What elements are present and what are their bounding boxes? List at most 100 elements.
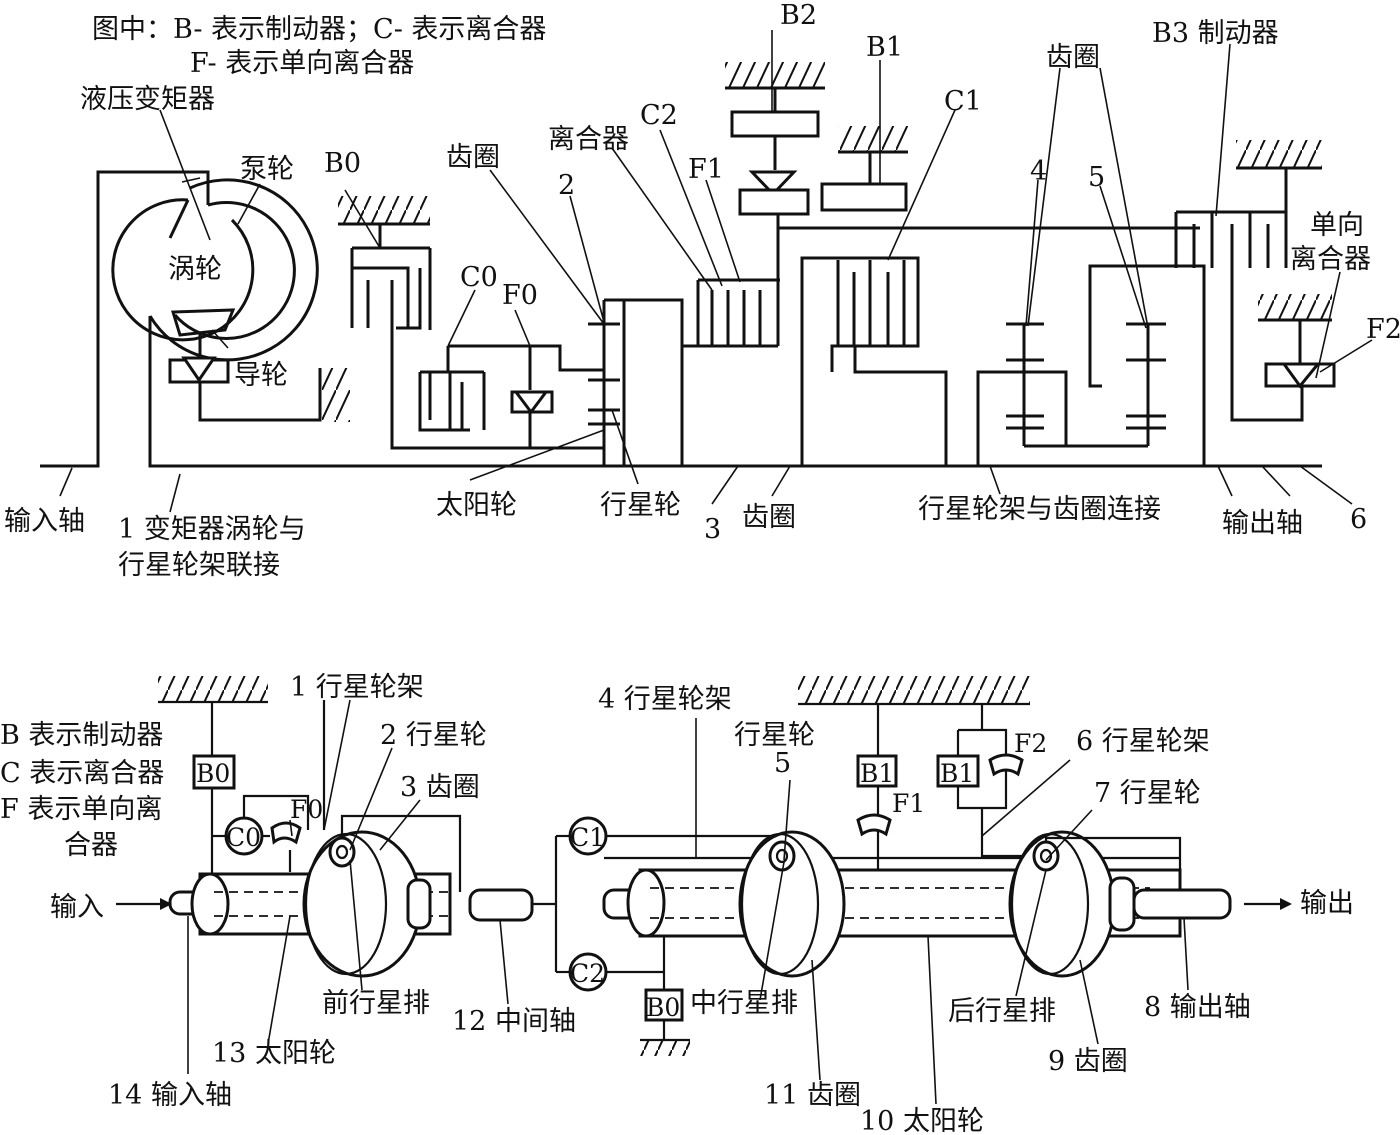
f1-oneway xyxy=(738,188,810,216)
turbine-wheel xyxy=(111,198,255,342)
label-middle-planetary-set: 中行星排 xyxy=(690,988,798,1019)
rear-planet-gear xyxy=(1032,840,1060,872)
middle-ring-gear xyxy=(738,830,846,978)
front-ring-gear xyxy=(302,830,422,978)
label-8-output-shaft: 8 输出轴 xyxy=(1144,992,1251,1023)
bottom-labels: B 表示制动器 C 表示离合器 F 表示单向离 合器 输入 输出 B0 C0 F… xyxy=(0,672,1354,1135)
label-c1-bottom: C1 xyxy=(570,823,605,852)
label-pump: 泵轮 xyxy=(240,154,294,185)
stator-wheel xyxy=(170,308,236,337)
label-7-planet: 7 行星轮 xyxy=(1094,778,1201,809)
label-b0-bottom: B0 xyxy=(196,759,230,788)
label-1-carrier: 1 行星轮架 xyxy=(290,672,424,703)
main-shaft-line xyxy=(148,316,1322,468)
intermediate-shaft xyxy=(468,888,534,922)
c1-clutch xyxy=(836,260,906,346)
label-b0: B0 xyxy=(324,148,361,179)
bottom-schematic xyxy=(116,676,1292,1105)
label-11-ring: 11 齿圈 xyxy=(764,1080,861,1111)
label-f2: F2 xyxy=(1366,314,1400,345)
label-f0: F0 xyxy=(502,280,538,311)
label-num6: 6 xyxy=(1350,504,1367,535)
label-turbine: 涡轮 xyxy=(168,254,222,285)
label-sun-gear: 太阳轮 xyxy=(436,490,517,521)
label-ring-gear-top: 齿圈 xyxy=(1046,42,1100,73)
f2-ground-hatch xyxy=(1258,294,1332,320)
f0-symbol xyxy=(270,821,302,845)
label-ring-gear-3: 齿圈 xyxy=(742,502,796,533)
middle-planet-gear xyxy=(768,840,796,872)
rear-planetary-set-5 xyxy=(1126,322,1166,446)
label-2-planet: 2 行星轮 xyxy=(380,720,487,751)
stator-ground-hatch xyxy=(322,368,350,422)
label-14-input-shaft: 14 输入轴 xyxy=(108,1080,232,1111)
b1-ground-hatch xyxy=(838,126,908,152)
label-b1: B1 xyxy=(866,32,903,63)
top-legend-line1: 图中：B- 表示制动器；C- 表示离合器 xyxy=(92,14,546,45)
input-shaft-line xyxy=(40,170,210,468)
b0-brake xyxy=(350,248,422,330)
c0-clutch xyxy=(418,372,486,432)
b1-brake xyxy=(820,182,908,212)
label-c2-bottom: C2 xyxy=(570,959,605,988)
b1-f2-ground-hatch xyxy=(798,676,1030,704)
label-carrier-ring-connection: 行星轮架与齿圈连接 xyxy=(918,494,1161,525)
label-f1: F1 xyxy=(688,154,724,185)
c2-clutch xyxy=(696,278,780,346)
label-b0-lower: B0 xyxy=(646,993,680,1022)
label-num5: 5 xyxy=(1088,162,1105,193)
label-note1-line1: 1 变矩器涡轮与 xyxy=(118,514,306,545)
label-5-planet-line1: 行星轮 xyxy=(734,720,815,751)
bottom-legend-f1: F 表示单向离 xyxy=(0,794,162,825)
label-f1-bottom: F1 xyxy=(892,789,925,818)
label-output-shaft: 输出轴 xyxy=(1222,508,1303,539)
label-stator: 导轮 xyxy=(234,360,288,391)
bottom-legend-f2: 合器 xyxy=(64,830,118,861)
label-f0-bottom: F0 xyxy=(290,795,323,824)
label-b1-right: B1 xyxy=(940,759,974,788)
middle-planetary-set-4 xyxy=(1006,322,1044,446)
label-4-carrier: 4 行星轮架 xyxy=(598,684,732,715)
label-3-ring: 3 齿圈 xyxy=(400,772,480,803)
label-c0: C0 xyxy=(460,262,498,293)
label-f2-bottom: F2 xyxy=(1014,729,1047,758)
label-10-sun: 10 太阳轮 xyxy=(860,1106,984,1135)
top-labels: 图中：B- 表示制动器；C- 表示离合器 F- 表示单向离合器 液压变矩器 泵轮… xyxy=(4,0,1400,581)
label-12-intermediate-shaft: 12 中间轴 xyxy=(452,1006,576,1037)
label-num3: 3 xyxy=(704,514,721,545)
b0-lower-hatch xyxy=(640,1040,690,1056)
f1-symbol xyxy=(856,813,892,837)
label-oneway-line2: 离合器 xyxy=(1290,244,1371,275)
label-front-planetary-set: 前行星排 xyxy=(322,988,430,1019)
output-shaft xyxy=(1132,888,1232,920)
b2-ground-hatch xyxy=(725,62,825,88)
b3-ground-hatch xyxy=(1236,140,1322,168)
label-b2: B2 xyxy=(780,0,817,31)
front-planetary-set xyxy=(588,300,620,466)
bottom-legend-c: C 表示离合器 xyxy=(0,758,164,789)
bottom-leader-lines xyxy=(187,699,1189,1105)
label-5-planet-line2: 5 xyxy=(774,748,791,779)
label-ring-gear-left: 齿圈 xyxy=(446,142,500,173)
label-torque-converter: 液压变矩器 xyxy=(80,84,215,115)
b0-ground-hatch xyxy=(338,196,430,224)
label-input-shaft: 输入轴 xyxy=(4,506,85,537)
label-oneway-line1: 单向 xyxy=(1310,210,1364,241)
top-legend-line2: F- 表示单向离合器 xyxy=(190,48,414,79)
b0-ground-hatch-bottom xyxy=(158,676,268,702)
label-b1-left: B1 xyxy=(860,759,894,788)
label-output: 输出 xyxy=(1300,888,1354,919)
label-c2: C2 xyxy=(640,100,678,131)
label-clutch: 离合器 xyxy=(548,124,629,155)
label-planet-gear: 行星轮 xyxy=(600,490,681,521)
top-schematic xyxy=(40,30,1373,513)
b0-box-bottom xyxy=(192,754,236,790)
b1-box-right xyxy=(936,754,980,788)
f2-symbol xyxy=(988,753,1024,777)
b0-box-lower xyxy=(644,988,684,1022)
label-c0-bottom: C0 xyxy=(226,823,261,852)
label-6-carrier: 6 行星轮架 xyxy=(1076,726,1210,757)
label-c1: C1 xyxy=(944,86,982,117)
